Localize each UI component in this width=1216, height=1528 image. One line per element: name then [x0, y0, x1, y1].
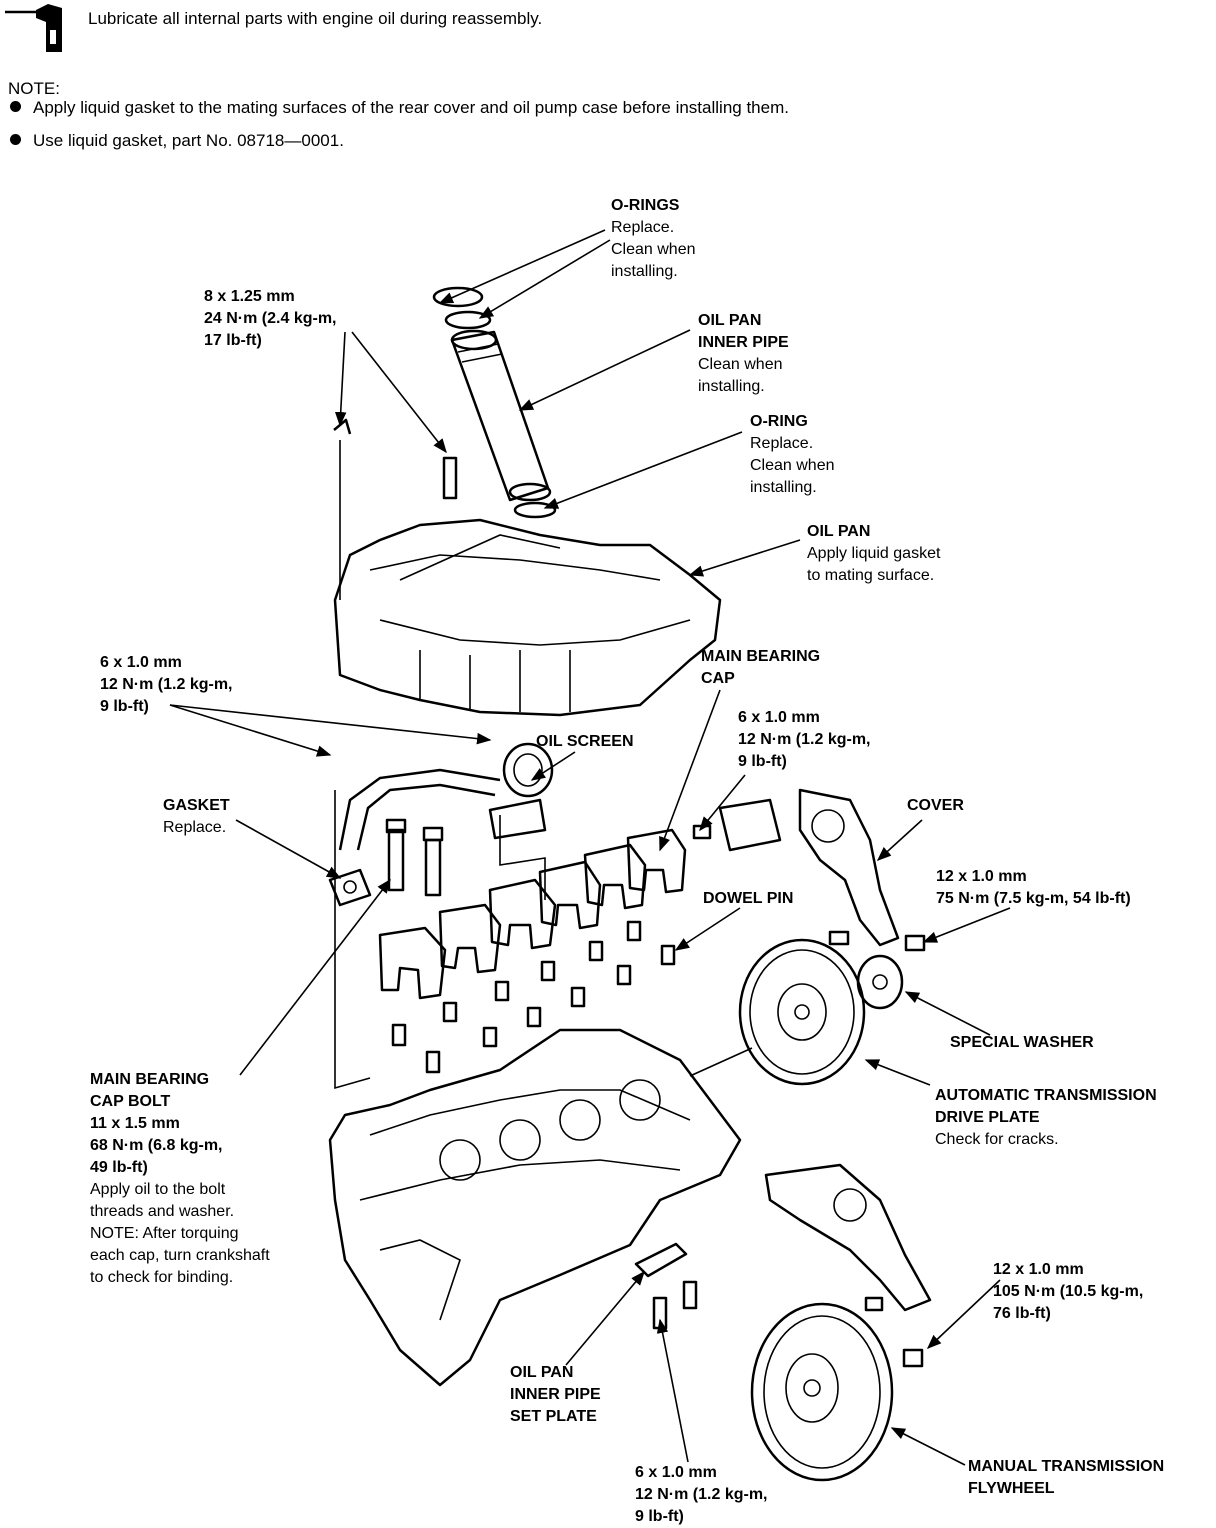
- main-bearing-cap-bolts: [385, 818, 444, 897]
- oil-can-icon: [5, 4, 62, 52]
- label-special-washer: SPECIAL WASHER: [950, 1034, 1094, 1051]
- label-oil-pan: OIL PAN Apply liquid gasket to mating su…: [807, 523, 941, 584]
- oil-pan-inner-pipe-part: [450, 329, 557, 519]
- note-item: Apply liquid gasket to the mating surfac…: [10, 97, 789, 119]
- flywheel-part: [750, 1302, 894, 1482]
- lower-cover-part: [764, 1163, 932, 1312]
- oil-pan-part: [333, 518, 722, 717]
- engine-block-part: [328, 1028, 742, 1387]
- special-washer-part: [856, 954, 904, 1010]
- label-o-ring: O-RING Replace. Clean when installing.: [750, 413, 835, 496]
- label-bolt-12x10-105: 12 x 1.0 mm 105 N·m (10.5 kg-m, 76 lb-ft…: [993, 1261, 1144, 1322]
- label-bolt-12x10-75: 12 x 1.0 mm 75 N·m (7.5 kg-m, 54 lb-ft): [936, 868, 1131, 907]
- label-bolt-6x10-right: 6 x 1.0 mm 12 N·m (1.2 kg-m, 9 lb-ft): [738, 709, 871, 770]
- dowel-pins-part: [391, 920, 676, 1074]
- oil-pan-bolt-left: [333, 418, 352, 600]
- leader-lines: [169, 229, 1011, 1466]
- label-bolt-8x125: 8 x 1.25 mm 24 N·m (2.4 kg-m, 17 lb-ft): [204, 288, 337, 349]
- label-oil-screen: OIL SCREEN: [536, 733, 634, 750]
- flywheel-bolts: [864, 1296, 924, 1368]
- label-o-rings: O-RINGS Replace. Clean when installing.: [611, 197, 696, 280]
- label-mt-flywheel: MANUAL TRANSMISSION FLYWHEEL: [968, 1458, 1165, 1497]
- label-gasket: GASKET Replace.: [163, 797, 230, 836]
- bullet-icon: [10, 101, 21, 112]
- label-at-drive-plate: AUTOMATIC TRANSMISSION DRIVE PLATE Check…: [935, 1087, 1157, 1148]
- label-dowel-pin: DOWEL PIN: [703, 890, 794, 907]
- label-cover: COVER: [907, 797, 964, 814]
- oil-screen-part: [338, 742, 554, 851]
- label-oil-pan-inner-pipe-set-plate: OIL PAN INNER PIPE SET PLATE: [510, 1364, 601, 1425]
- note-title: NOTE:: [8, 79, 60, 98]
- label-oil-pan-inner-pipe: OIL PAN INNER PIPE Clean when installing…: [698, 312, 789, 395]
- lubricate-instruction: Lubricate all internal parts with engine…: [88, 9, 543, 28]
- drive-plate-part: [738, 938, 866, 1086]
- note-text: Apply liquid gasket to the mating surfac…: [33, 98, 789, 117]
- cover-bolts: [692, 824, 926, 952]
- bullet-icon: [10, 134, 21, 145]
- note-item: Use liquid gasket, part No. 08718—0001.: [10, 130, 344, 152]
- label-main-bearing-cap: MAIN BEARING CAP: [701, 648, 821, 687]
- cover-part: [718, 788, 900, 947]
- note-text: Use liquid gasket, part No. 08718—0001.: [33, 131, 344, 150]
- set-plate-part: [634, 1242, 698, 1330]
- o-rings-part: [432, 286, 492, 330]
- label-bolt-6x10-bottom: 6 x 1.0 mm 12 N·m (1.2 kg-m, 9 lb-ft): [635, 1464, 768, 1525]
- oil-pan-bolt-right: [442, 456, 458, 500]
- label-main-bearing-cap-bolt: MAIN BEARING CAP BOLT 11 x 1.5 mm 68 N·m…: [90, 1071, 270, 1286]
- gasket-part: [328, 868, 372, 907]
- label-bolt-6x10-left: 6 x 1.0 mm 12 N·m (1.2 kg-m, 9 lb-ft): [100, 654, 233, 715]
